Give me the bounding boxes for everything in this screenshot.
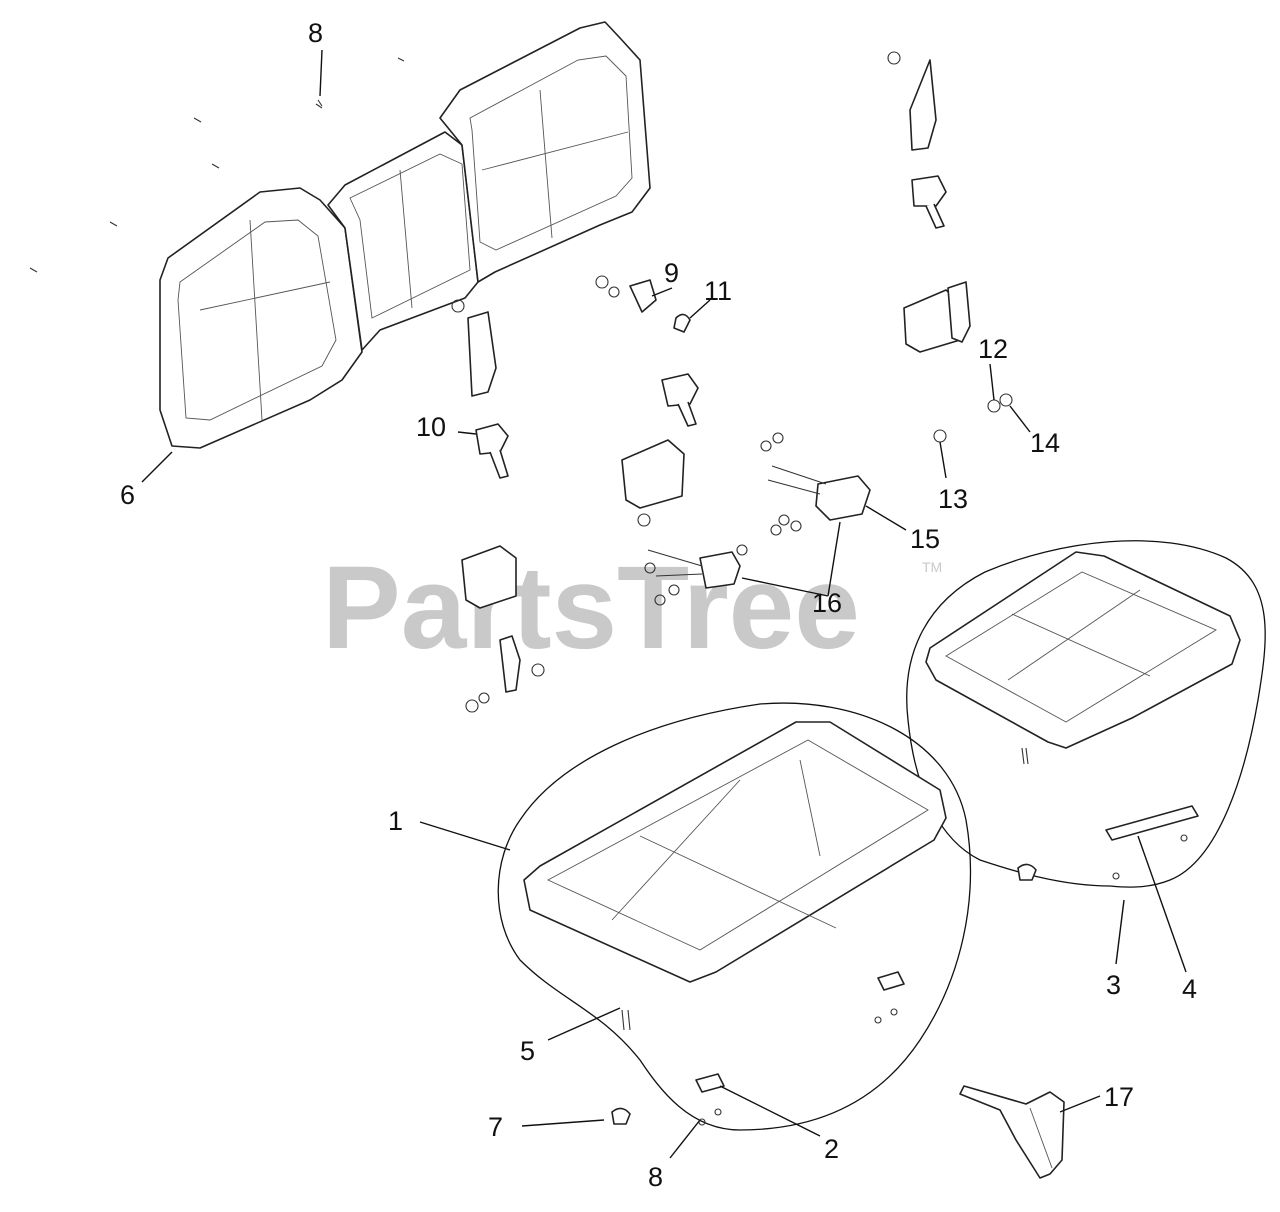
- callout-14: 14: [1030, 428, 1060, 458]
- seat-bottom-right-group[interactable]: [906, 540, 1266, 888]
- callout-17: 17: [1104, 1082, 1134, 1112]
- callout-7: 7: [488, 1112, 503, 1142]
- callout-4: 4: [1182, 974, 1197, 1004]
- bracket-17[interactable]: [959, 1085, 1065, 1179]
- callout-2: 2: [824, 1134, 839, 1164]
- callout-5: 5: [520, 1036, 535, 1066]
- callout-9: 9: [664, 258, 679, 288]
- callout-8-bottom: 8: [648, 1162, 663, 1192]
- seat-back[interactable]: [29, 21, 651, 449]
- callout-1: 1: [388, 806, 403, 836]
- callouts: 8 6 9 11 10 12 14 13 15 16 1 5 7 2 8 3 4…: [120, 18, 1197, 1192]
- watermark: PartsTree TM: [322, 542, 942, 674]
- callout-3: 3: [1106, 970, 1121, 1000]
- callout-15: 15: [910, 524, 940, 554]
- watermark-text: PartsTree: [322, 542, 860, 674]
- callout-6: 6: [120, 480, 135, 510]
- callout-8-top: 8: [308, 18, 323, 48]
- callout-13: 13: [938, 484, 968, 514]
- seat-belt-hardware[interactable]: [451, 51, 1013, 713]
- leader-lines: [141, 49, 1187, 1159]
- callout-11: 11: [704, 276, 732, 306]
- seat-back-screws: [29, 57, 405, 273]
- seat-bottom-left-group[interactable]: [497, 702, 972, 1131]
- callout-10: 10: [416, 412, 446, 442]
- callout-16: 16: [812, 588, 842, 618]
- watermark-trademark: TM: [922, 559, 942, 575]
- callout-12: 12: [978, 334, 1008, 364]
